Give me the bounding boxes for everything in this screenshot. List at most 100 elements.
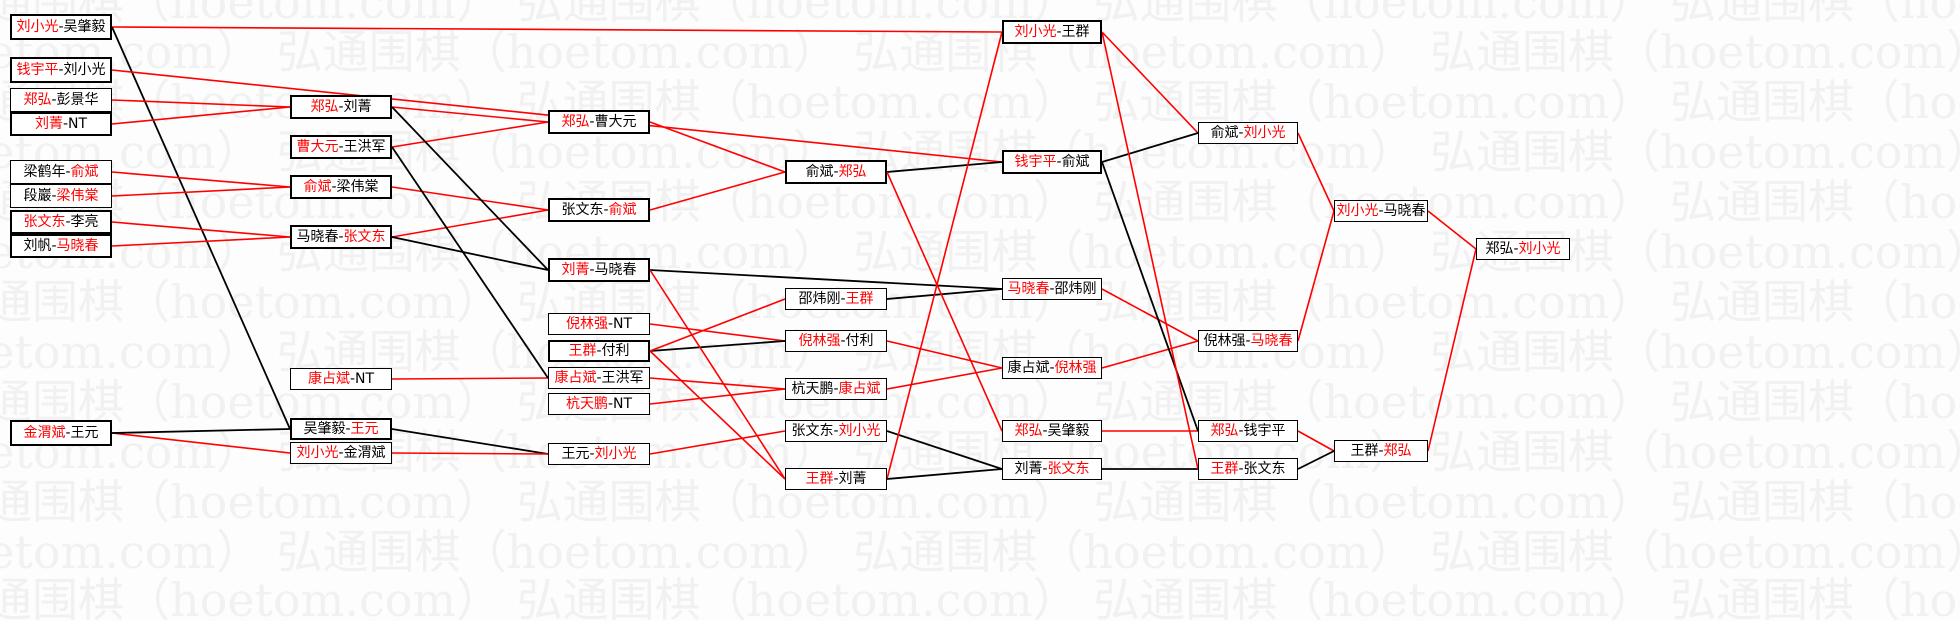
watermark-text: 弘通围棋（hoetom.com） 弘通围棋（hoetom.com） 弘通围棋（h… — [0, 525, 1960, 579]
player-separator: - — [1238, 125, 1244, 141]
player-separator: - — [596, 343, 602, 359]
match-box[interactable]: 郑弘-彭景华 — [10, 88, 112, 112]
player-right: 王元 — [350, 421, 379, 437]
player-separator: - — [62, 116, 69, 132]
bracket-edge — [1101, 161, 1199, 432]
bracket-edge — [391, 121, 549, 148]
match-box[interactable]: 倪林强-马晓春 — [1198, 330, 1298, 352]
player-left: 郑弘 — [23, 92, 52, 108]
player-separator: - — [607, 396, 614, 412]
player-separator: - — [51, 92, 57, 108]
player-separator: - — [1042, 423, 1048, 439]
match-box[interactable]: 段巖-梁伟棠 — [10, 184, 112, 208]
bracket-edge — [1101, 340, 1199, 369]
bracket-edge — [391, 377, 549, 380]
match-box[interactable]: 郑弘-吴肇毅 — [1002, 420, 1102, 442]
bracket-edge — [649, 388, 786, 405]
match-box[interactable]: 金渭斌-王元 — [10, 420, 112, 446]
match-box[interactable]: 郑弘-曹大元 — [548, 110, 650, 134]
match-box[interactable]: 郑弘-刘菁 — [290, 95, 392, 119]
match-box[interactable]: 马晓春-张文东 — [290, 225, 392, 249]
match-box[interactable]: 张文东-俞斌 — [548, 198, 650, 222]
player-separator: - — [603, 202, 609, 218]
player-separator: - — [1056, 154, 1062, 170]
bracket-edge — [391, 186, 549, 211]
player-separator: - — [833, 471, 839, 487]
match-box[interactable]: 康占斌-倪林强 — [1002, 357, 1102, 379]
match-box[interactable]: 刘菁-张文东 — [1002, 458, 1102, 480]
bracket-edge — [391, 428, 549, 455]
match-box[interactable]: 张文东-李亮 — [10, 210, 112, 234]
match-box[interactable]: 郑弘-刘小光 — [1476, 238, 1570, 260]
bracket-edge — [111, 186, 291, 197]
match-box[interactable]: 刘小光-王群 — [1002, 20, 1102, 44]
player-separator: - — [58, 19, 64, 35]
match-box[interactable]: 张文东-刘小光 — [785, 420, 887, 442]
match-box[interactable]: 刘小光-马晓春 — [1334, 200, 1428, 222]
match-box[interactable]: 王元-刘小光 — [548, 443, 650, 465]
match-box[interactable]: 杭天鹏-康占斌 — [785, 378, 887, 400]
player-separator: - — [331, 179, 337, 195]
match-box[interactable]: 曹大元-王洪军 — [290, 135, 392, 159]
player-right: 李亮 — [70, 214, 99, 230]
player-right: 刘小光 — [1518, 241, 1561, 257]
player-right: 郑弘 — [1383, 443, 1412, 459]
match-box[interactable]: 康占斌-王洪军 — [548, 367, 650, 389]
player-left: 郑弘 — [1210, 423, 1239, 439]
player-separator: - — [65, 425, 71, 441]
match-box[interactable]: 钱宇平-刘小光 — [10, 57, 112, 83]
player-separator: - — [1238, 423, 1244, 439]
bracket-edge — [1427, 248, 1477, 452]
match-box[interactable]: 刘菁-NT — [10, 112, 112, 136]
player-left: 王元 — [561, 446, 590, 462]
match-box[interactable]: 吴肇毅-王元 — [290, 418, 392, 440]
player-right: 梁伟棠 — [336, 179, 379, 195]
player-left: 刘菁 — [1014, 461, 1043, 477]
player-right: NT — [68, 116, 88, 132]
bracket-edge — [649, 350, 786, 480]
match-box[interactable]: 刘帆-马晓春 — [10, 234, 112, 258]
player-left: 王群 — [1350, 443, 1379, 459]
player-right: 马晓春 — [594, 262, 637, 278]
match-box[interactable]: 刘小光-金渭斌 — [290, 442, 392, 464]
match-box[interactable]: 邵炜刚-王群 — [785, 288, 887, 310]
match-box[interactable]: 杭天鹏-NT — [548, 393, 650, 415]
match-box[interactable]: 王群-郑弘 — [1334, 440, 1428, 462]
player-left: 康占斌 — [554, 370, 597, 386]
bracket-edge — [1101, 288, 1199, 342]
player-right: NT — [613, 316, 633, 332]
match-box[interactable]: 钱宇平-俞斌 — [1002, 150, 1102, 174]
match-box[interactable]: 刘小光-吴肇毅 — [10, 14, 112, 40]
bracket-edge — [886, 288, 1003, 300]
match-box[interactable]: 郑弘-钱宇平 — [1198, 420, 1298, 442]
match-box[interactable]: 俞斌-梁伟棠 — [290, 175, 392, 199]
match-box[interactable]: 俞斌-刘小光 — [1198, 122, 1298, 144]
match-box[interactable]: 倪林强-付利 — [785, 330, 887, 352]
match-box[interactable]: 康占斌-NT — [290, 368, 392, 390]
player-separator: - — [345, 421, 351, 437]
player-right: 王群 — [1061, 24, 1090, 40]
player-right: 张文东 — [1047, 461, 1090, 477]
bracket-edge — [111, 171, 291, 188]
match-box[interactable]: 王群-刘菁 — [785, 468, 887, 490]
player-left: 郑弘 — [561, 114, 590, 130]
match-box[interactable]: 俞斌-郑弘 — [785, 160, 887, 184]
player-right: 张文东 — [1243, 461, 1286, 477]
player-left: 郑弘 — [310, 99, 339, 115]
watermark-text: 弘通围棋（hoetom.com） 弘通围棋（hoetom.com） 弘通围棋（h… — [0, 275, 1960, 329]
player-right: 刘小光 — [838, 423, 881, 439]
player-separator: - — [1513, 241, 1519, 257]
player-separator: - — [349, 371, 356, 387]
match-box[interactable]: 马晓春-邵炜刚 — [1002, 278, 1102, 300]
bracket-edge — [391, 106, 549, 123]
match-box[interactable]: 倪林强-NT — [548, 313, 650, 335]
match-box[interactable]: 王群-付利 — [548, 340, 650, 362]
match-box[interactable]: 王群-张文东 — [1198, 458, 1298, 480]
player-left: 钱宇平 — [1014, 154, 1057, 170]
match-box[interactable]: 刘菁-马晓春 — [548, 258, 650, 282]
bracket-edge — [391, 236, 549, 271]
match-box[interactable]: 梁鹤年-俞斌 — [10, 160, 112, 184]
player-separator: - — [1049, 360, 1055, 376]
player-left: 段巖 — [23, 188, 52, 204]
